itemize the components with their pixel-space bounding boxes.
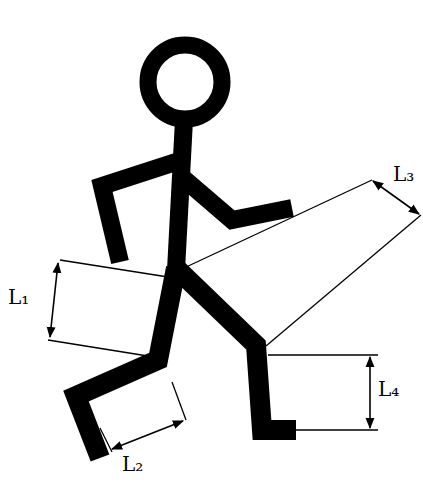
- dimension-lines: [48, 180, 421, 452]
- dimension-label: L₄: [378, 377, 399, 401]
- dimension-label: L₃: [393, 162, 414, 186]
- head: [148, 45, 222, 119]
- dimension-label: L₂: [122, 452, 143, 476]
- left-arm: [102, 160, 182, 262]
- torso: [176, 120, 184, 270]
- right-arm: [183, 178, 292, 220]
- dimension-label: L₁: [8, 285, 29, 309]
- right-leg: [176, 268, 296, 430]
